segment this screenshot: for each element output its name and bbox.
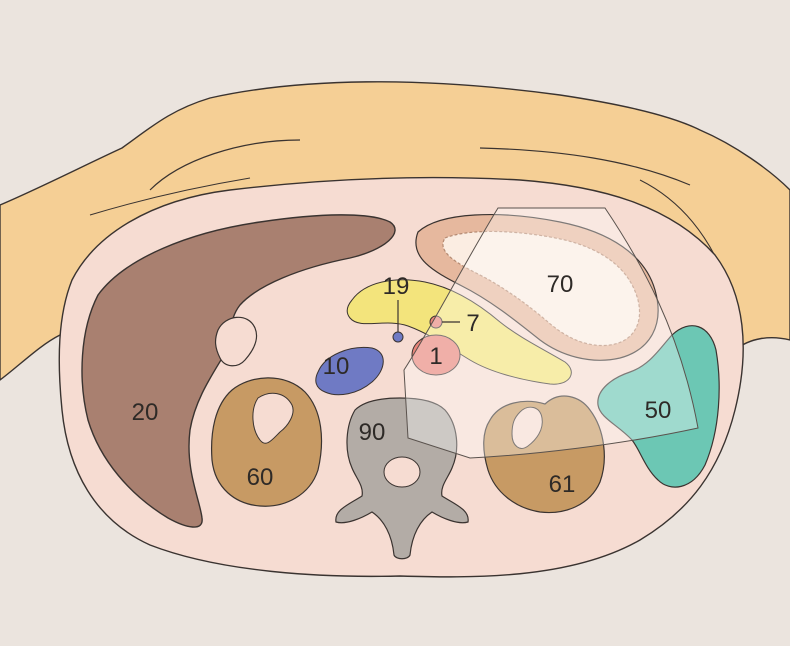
label-right-kidney: 60 bbox=[247, 464, 274, 491]
label-liver: 20 bbox=[132, 399, 159, 426]
label-ivc: 10 bbox=[323, 353, 350, 380]
small-vein-dot bbox=[393, 332, 403, 342]
label-sma: 7 bbox=[466, 310, 479, 337]
label-aorta: 1 bbox=[429, 343, 442, 370]
spinal-canal bbox=[384, 457, 420, 487]
label-left-kidney: 61 bbox=[549, 471, 576, 498]
label-left-renal-vein: 19 bbox=[383, 273, 410, 300]
label-stomach: 70 bbox=[547, 271, 574, 298]
label-vertebra: 90 bbox=[359, 419, 386, 446]
label-spleen: 50 bbox=[645, 397, 672, 424]
